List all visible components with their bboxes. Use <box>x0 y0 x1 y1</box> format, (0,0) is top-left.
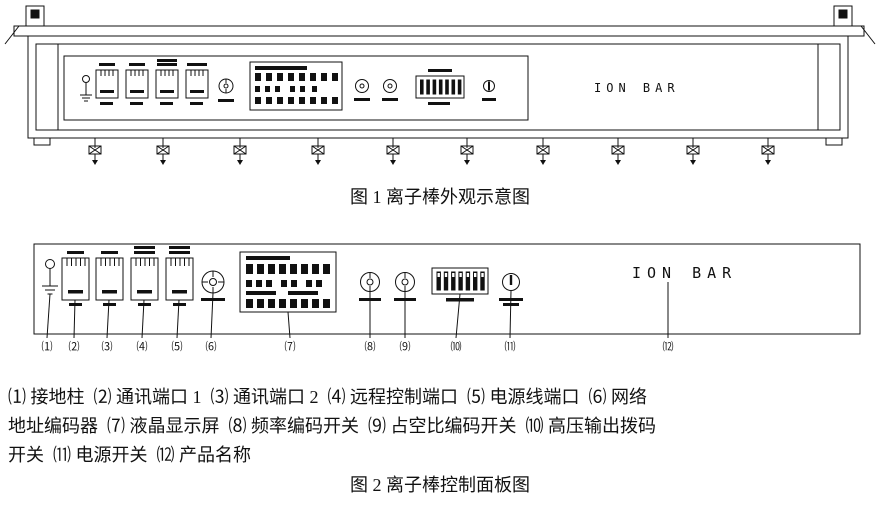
lcd-display-small <box>249 61 343 111</box>
figure2-diagram: ION BAR ⑴ ⑵ ⑶ ⑷ ⑸ ⑹ ⑺ ⑻ ⑼ ⑽ ⑾ ⑿ <box>33 243 861 353</box>
hv-output-dip-switch <box>431 267 489 302</box>
figure1-caption: 图 1 离子棒外观示意图 <box>350 187 530 207</box>
port-micro-labels <box>67 246 190 306</box>
device-body <box>27 35 849 139</box>
ground-post <box>42 259 58 295</box>
legend-line-3: 开关 ⑾ 电源开关 ⑿ 产品名称 <box>8 445 251 465</box>
address-encoder-small <box>218 78 234 102</box>
power-switch-small <box>482 80 496 101</box>
top-rail <box>13 25 865 37</box>
figure2-caption: 图 2 离子棒控制面板图 <box>350 475 530 495</box>
callout-4: ⑷ <box>137 339 148 353</box>
callout-3: ⑶ <box>102 340 113 353</box>
ground-terminal-small <box>80 75 92 102</box>
panel-outline <box>33 243 861 335</box>
duty-switch-small <box>382 79 398 101</box>
callout-1: ⑴ <box>42 340 53 353</box>
callout-2: ⑵ <box>69 340 80 353</box>
callout-leader-lines <box>46 282 669 339</box>
figure1-diagram: ION BAR <box>4 5 876 166</box>
comm-port-1 <box>61 257 90 301</box>
callout-5: ⑸ <box>172 339 183 353</box>
frequency-switch-small <box>354 79 370 101</box>
lcd-screen <box>239 251 337 313</box>
figure1-product-label: ION BAR <box>594 81 680 95</box>
callout-11: ⑾ <box>505 339 516 353</box>
power-line-port <box>165 257 194 301</box>
callout-7: ⑺ <box>285 339 296 353</box>
figure2-product-label: ION BAR <box>632 264 737 282</box>
callout-10: ⑽ <box>451 340 462 353</box>
dip-switch-small <box>415 69 465 105</box>
comm-ports-small <box>95 59 209 105</box>
callout-6: ⑹ <box>206 340 217 353</box>
comm-port-2 <box>95 257 124 301</box>
legend-line-1: ⑴ 接地柱 ⑵ 通讯端口 1 ⑶ 通讯端口 2 ⑷ 远程控制端口 ⑸ 电源线端口… <box>8 387 647 407</box>
remote-control-port <box>130 257 159 301</box>
mounting-hook-left <box>4 5 45 45</box>
mounting-hook-right <box>833 5 876 45</box>
legend-line-2: 地址编码器 ⑺ 液晶显示屏 ⑻ 频率编码开关 ⑼ 占空比编码开关 ⑽ 高压输出拨… <box>8 416 656 436</box>
callout-9: ⑼ <box>400 340 411 353</box>
emitter-pins <box>33 137 843 166</box>
callout-12: ⑿ <box>663 340 674 353</box>
callout-8: ⑻ <box>365 340 376 353</box>
